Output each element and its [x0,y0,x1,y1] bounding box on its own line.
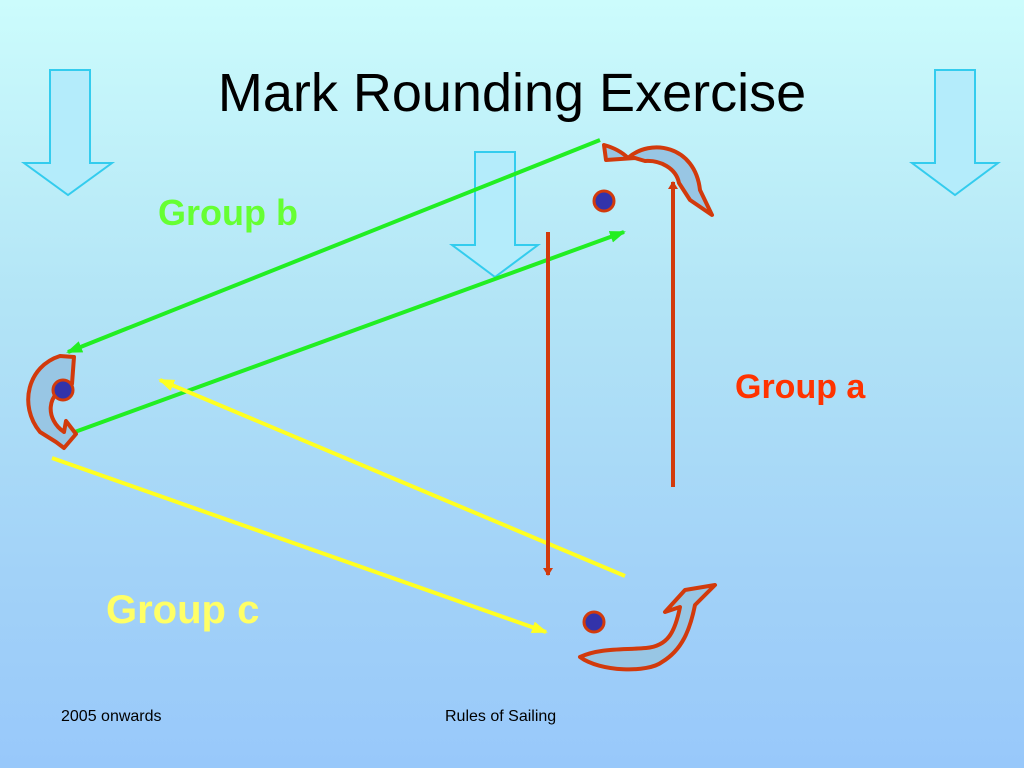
rounding-arrow-bottom-icon [578,583,717,672]
slide-title: Mark Rounding Exercise [217,63,807,123]
group-c-leg-to-left-mark [158,378,626,578]
rounding-arrow-top-icon [602,143,714,217]
mark-bottom [582,610,606,634]
group-b-leg-to-left-mark [66,138,601,354]
group-b-leg-to-top-mark [71,230,626,435]
rounding-arrow-left-icon [26,354,78,450]
group-c-label: Group c [106,588,260,632]
wind-arrow-left-icon [20,69,116,197]
group-a-label: Group a [735,368,866,406]
footer-title: Rules of Sailing [445,708,557,725]
wind-arrow-right-icon [908,69,1002,197]
mark-left [51,378,75,402]
mark-top [592,189,616,213]
wind-arrow-center-icon [448,151,542,279]
group-b-label: Group b [158,192,298,233]
footer-date: 2005 onwards [61,708,162,725]
group-c-leg-to-bottom-mark [51,456,548,634]
